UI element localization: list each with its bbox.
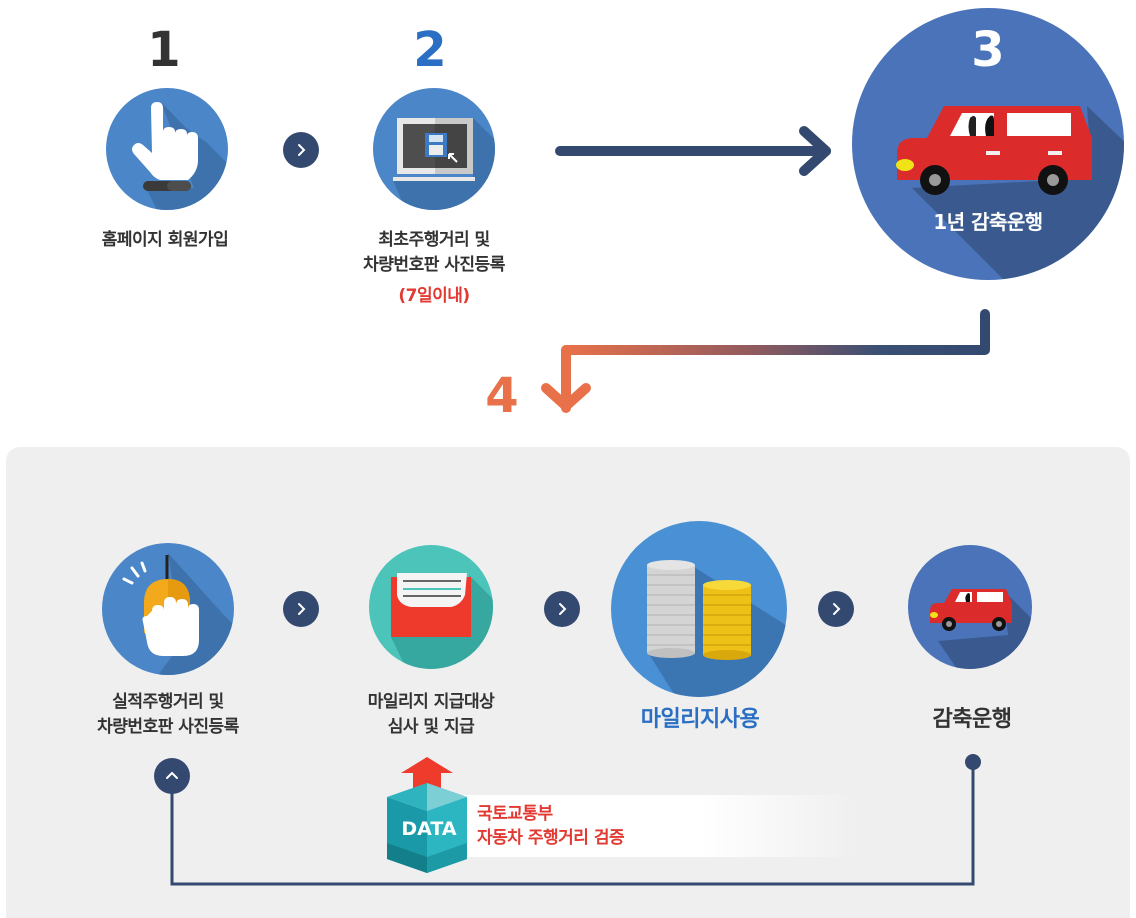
step-3-label: 1년 감축운행 [933, 210, 1043, 234]
computer-save-icon [373, 88, 495, 210]
process-2-label-line-1: 마일리지 지급대상 [367, 692, 495, 712]
chevron-right-icon [298, 603, 306, 615]
next-arrow-button[interactable] [544, 591, 580, 627]
chevron-right-icon [833, 603, 841, 615]
process-2-label: 마일리지 지급대상 심사 및 지급 [331, 690, 531, 740]
verification-text: 국토교통부 자동차 주행거리 검증 [477, 802, 625, 850]
step-1-number: 1 [147, 22, 181, 78]
mouse-click-icon [102, 543, 234, 675]
data-cube-icon [387, 757, 467, 873]
car-icon [852, 8, 1124, 280]
car-icon [908, 545, 1032, 669]
chevron-up-icon [166, 771, 178, 779]
verification-line-2: 자동차 주행거리 검증 [477, 828, 625, 848]
data-badge-label: DATA [401, 818, 457, 840]
process-1-label-line-2: 차량번호판 사진등록 [97, 717, 239, 737]
step-2-number: 2 [413, 22, 447, 78]
step-2-label-line-1: 최초주행거리 및 [378, 230, 490, 250]
step-2-deadline-note: (7일이내) [398, 286, 470, 306]
chevron-right-icon [559, 603, 567, 615]
step-3-number: 3 [971, 22, 1005, 78]
next-arrow-button[interactable] [283, 591, 319, 627]
coins-icon [611, 521, 787, 697]
process-2-label-line-2: 심사 및 지급 [387, 717, 475, 737]
verification-banner [460, 795, 860, 857]
chevron-right-icon [298, 144, 306, 156]
long-arrow-right-icon [555, 126, 831, 176]
process-4-label: 감축운행 [932, 707, 1012, 732]
next-arrow-button[interactable] [818, 591, 854, 627]
step-2-label-line-2: 차량번호판 사진등록 [363, 255, 505, 275]
step-2-label: 최초주행거리 및 차량번호판 사진등록 (7일이내) [320, 228, 548, 309]
process-1-label: 실적주행거리 및 차량번호판 사진등록 [68, 690, 268, 740]
loop-connector-line [170, 754, 981, 886]
verification-line-1: 국토교통부 [477, 804, 553, 824]
step-1-label-text: 홈페이지 회원가입 [101, 230, 229, 250]
next-arrow-button[interactable] [283, 132, 319, 168]
process-3-label: 마일리지사용 [640, 707, 760, 732]
step-1-label: 홈페이지 회원가입 [60, 228, 270, 253]
pointing-hand-icon [106, 88, 228, 210]
step-4-number: 4 [485, 368, 519, 424]
connector-arrow-down-icon [541, 309, 990, 413]
process-1-label-line-1: 실적주행거리 및 [112, 692, 224, 712]
envelope-icon [369, 545, 493, 669]
loop-up-button[interactable] [154, 758, 190, 794]
